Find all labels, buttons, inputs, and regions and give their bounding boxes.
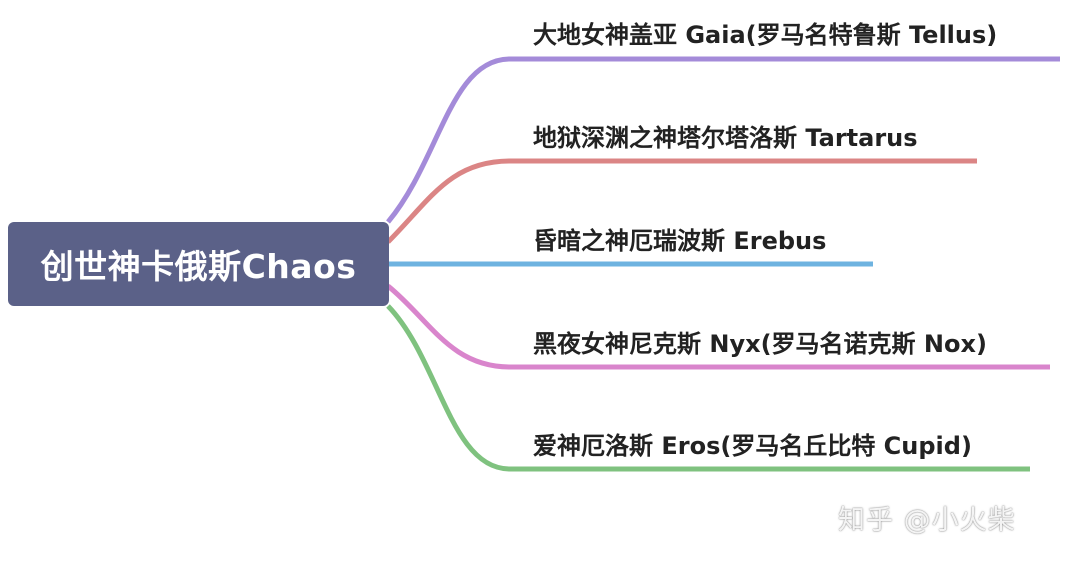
connector-nyx bbox=[386, 284, 1050, 370]
branch-label-eros: 爱神厄洛斯 Eros(罗马名丘比特 Cupid) bbox=[533, 432, 972, 460]
branch-label-nyx: 黑夜女神尼克斯 Nyx(罗马名诺克斯 Nox) bbox=[533, 330, 987, 358]
branch-label-tartarus: 地狱深渊之神塔尔塔洛斯 Tartarus bbox=[533, 124, 918, 152]
connector-gaia bbox=[386, 56, 1060, 224]
branch-label-erebus: 昏暗之神厄瑞波斯 Erebus bbox=[533, 227, 827, 255]
connector-eros bbox=[386, 304, 1030, 472]
watermark: 知乎 @小火柴 bbox=[838, 505, 1016, 536]
root-node-chaos: 创世神卡俄斯Chaos bbox=[8, 222, 389, 306]
connector-tartarus bbox=[386, 158, 977, 244]
root-node-label: 创世神卡俄斯Chaos bbox=[40, 247, 357, 286]
branch-label-gaia: 大地女神盖亚 Gaia(罗马名特鲁斯 Tellus) bbox=[533, 21, 998, 49]
